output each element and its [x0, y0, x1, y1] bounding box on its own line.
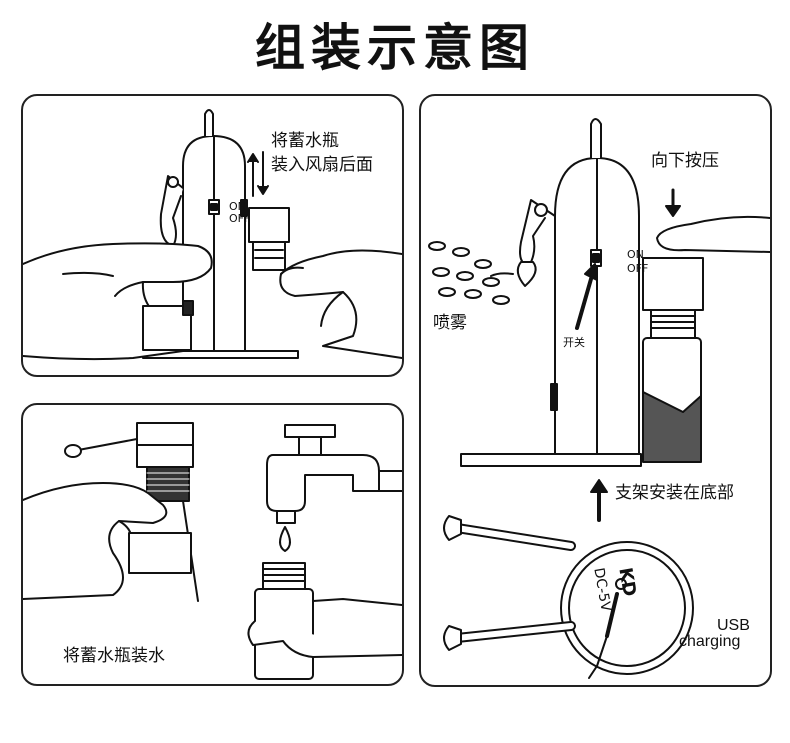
insert-bottle-label-line2: 装入风扇后面 [271, 155, 373, 175]
fill-water-label: 将蓄水瓶装水 [63, 646, 165, 666]
charging-label: charging [679, 633, 741, 650]
step-insert-bottle-panel: ON OFF 将蓄水瓶 装入风扇后面 [21, 94, 404, 377]
insert-bottle-illustration [23, 109, 402, 361]
spray-label: 喷雾 [433, 313, 467, 333]
step-fill-water-panel: 将蓄水瓶装水 [21, 403, 404, 686]
switch-off-label: OFF [627, 262, 649, 275]
switch-label: 开关 [563, 336, 585, 349]
page-title: 组装示意图 [255, 19, 535, 77]
stand-install-label: 支架安装在底部 [615, 483, 734, 503]
switch-off-label: OFF [229, 212, 251, 225]
switch-on-label: ON [627, 248, 644, 261]
press-down-label: 向下按压 [651, 151, 719, 171]
insert-bottle-label-line1: 将蓄水瓶 [271, 131, 339, 151]
operation-illustration [428, 118, 770, 679]
base-brand-label: KD [614, 566, 641, 599]
switch-on-label: ON [229, 200, 246, 213]
step-operation-panel: 向下按压 ON OFF 喷雾 开关 支架安装在底部 KD DC-5V USB c… [419, 94, 772, 687]
usb-label: USB [717, 617, 750, 634]
fill-water-illustration [23, 422, 402, 680]
